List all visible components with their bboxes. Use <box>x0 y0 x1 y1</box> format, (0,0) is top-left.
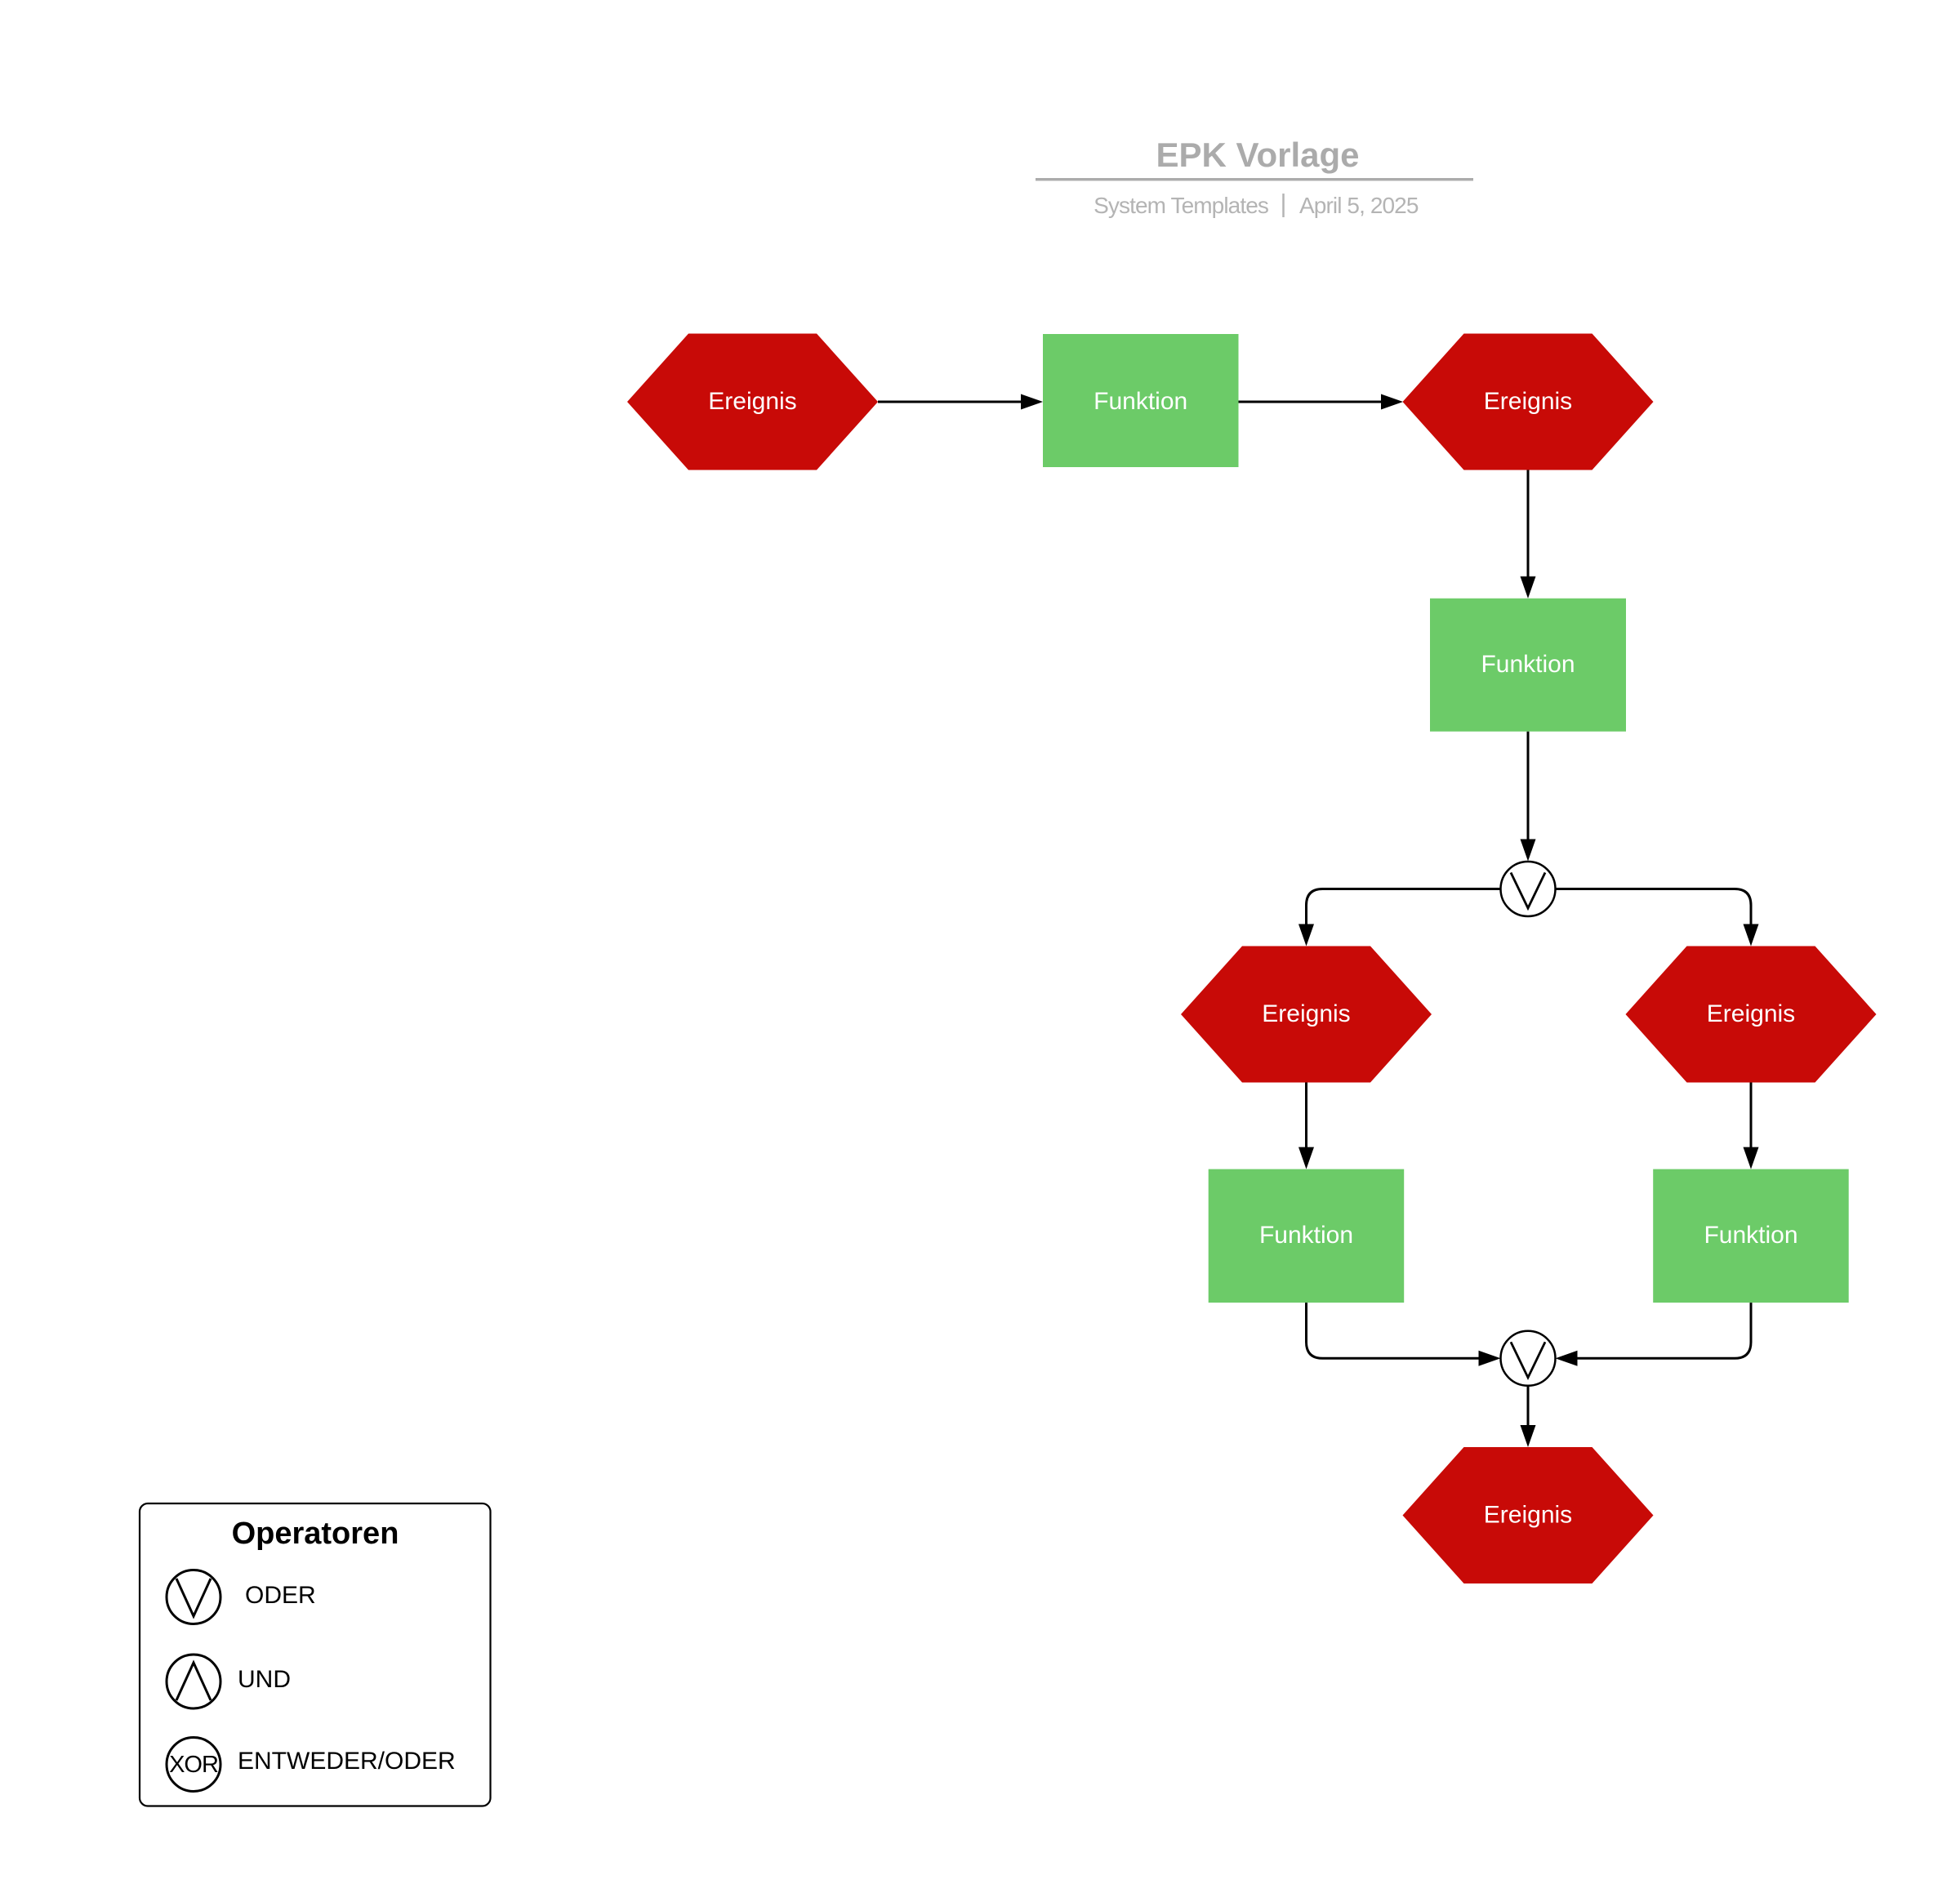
svg-text:Ereignis: Ereignis <box>1707 1000 1795 1027</box>
svg-text:ODER: ODER <box>245 1582 316 1609</box>
svg-text:Ereignis: Ereignis <box>1484 1502 1572 1529</box>
svg-text:Operatoren: Operatoren <box>232 1517 399 1551</box>
svg-text:XOR: XOR <box>169 1752 218 1778</box>
svg-text:ENTWEDER/ODER: ENTWEDER/ODER <box>238 1748 456 1775</box>
svg-text:Ereignis: Ereignis <box>708 388 796 415</box>
svg-text:Funktion: Funktion <box>1481 651 1575 678</box>
svg-text:Funktion: Funktion <box>1704 1222 1797 1249</box>
svg-text:System Templates: System Templates <box>1094 193 1268 218</box>
svg-text:Ereignis: Ereignis <box>1262 1000 1350 1027</box>
svg-text:Funktion: Funktion <box>1094 388 1187 415</box>
svg-text:Funktion: Funktion <box>1259 1222 1353 1249</box>
svg-text:April 5, 2025: April 5, 2025 <box>1299 193 1419 218</box>
svg-text:Ereignis: Ereignis <box>1484 388 1572 415</box>
svg-text:UND: UND <box>238 1666 291 1693</box>
svg-text:EPK Vorlage: EPK Vorlage <box>1156 136 1360 174</box>
